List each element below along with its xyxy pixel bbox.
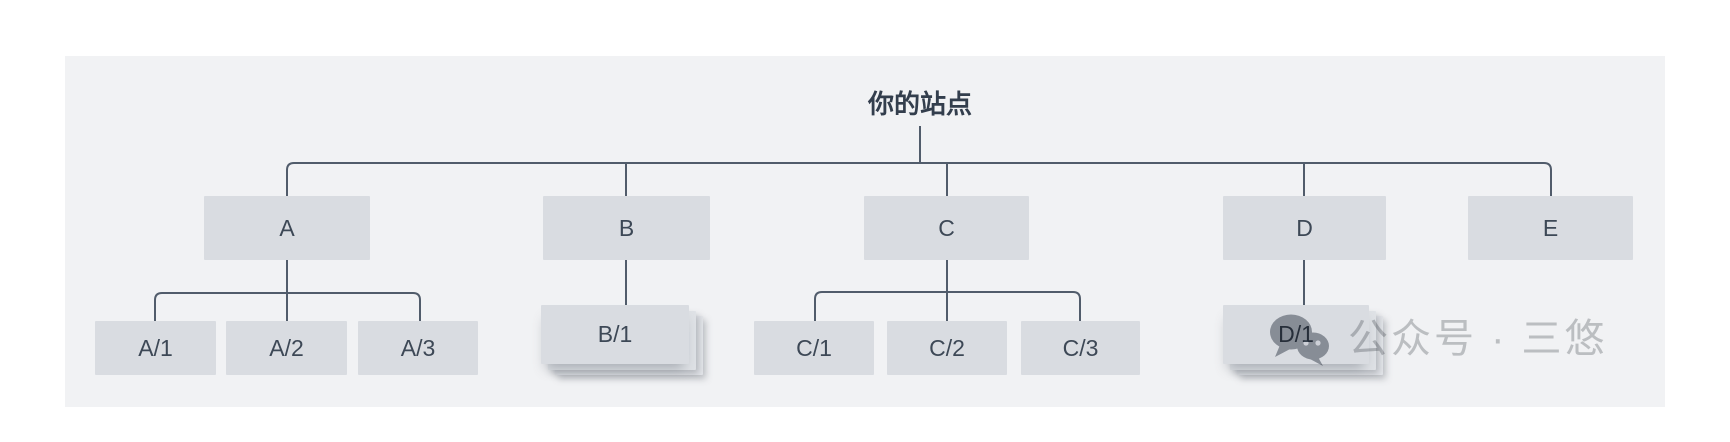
node-a: A (204, 196, 370, 260)
node-c3: C/3 (1021, 321, 1140, 375)
node-e: E (1468, 196, 1633, 260)
node-b-label: B (618, 214, 635, 241)
node-c-label: C (938, 214, 955, 241)
node-a1: A/1 (95, 321, 216, 375)
node-e-label: E (1542, 214, 1559, 241)
node-c: C (864, 196, 1029, 260)
node-c2: C/2 (887, 321, 1007, 375)
root-site-label: 你的站点 (867, 89, 973, 119)
node-d1-label: D/1 (1278, 321, 1314, 347)
node-a3-label: A/3 (400, 334, 436, 361)
node-a-label: A (279, 214, 295, 241)
node-d: D (1223, 196, 1386, 260)
node-c3-label: C/3 (1062, 334, 1099, 361)
node-b1-label: B/1 (597, 321, 633, 347)
node-d1: D/1 (1223, 305, 1369, 364)
node-c1: C/1 (754, 321, 874, 375)
node-b1-stack: B/1 (541, 305, 703, 375)
node-a3: A/3 (358, 321, 478, 375)
node-c1-label: C/1 (796, 334, 832, 361)
node-d-label: D (1296, 214, 1313, 241)
node-a1-label: A/1 (138, 334, 173, 361)
node-b: B (543, 196, 710, 260)
node-a2: A/2 (226, 321, 347, 375)
node-c2-label: C/2 (929, 334, 965, 361)
node-d1-stack: D/1 (1223, 305, 1383, 375)
node-b1: B/1 (541, 305, 689, 364)
node-a2-label: A/2 (269, 334, 304, 361)
